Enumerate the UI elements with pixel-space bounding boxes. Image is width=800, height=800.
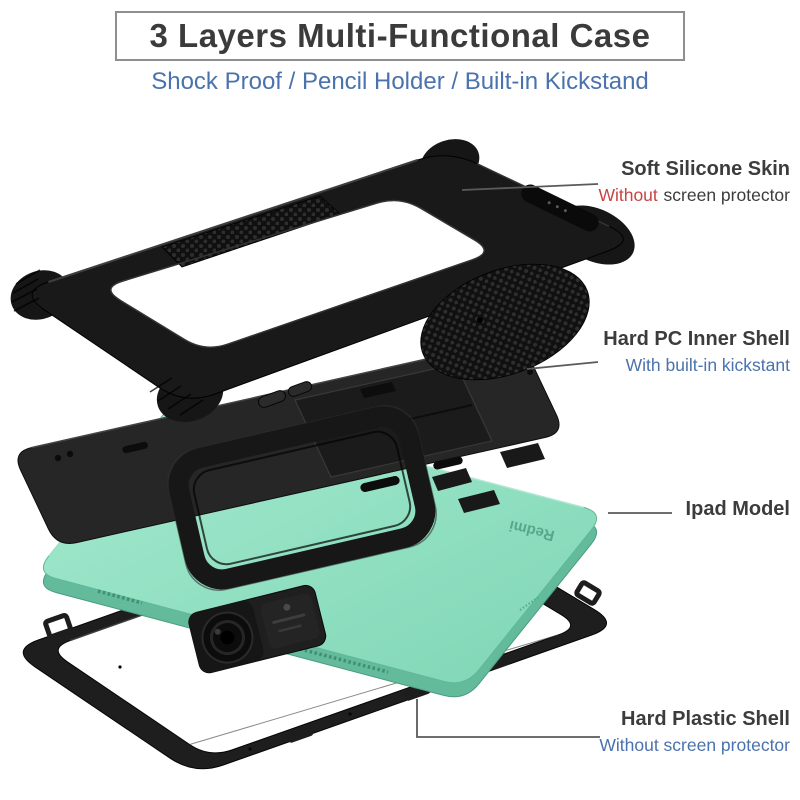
annotation-subtitle: With built-in kickstant	[625, 355, 790, 375]
pc-shell-layer	[17, 341, 560, 591]
highlight-word: Without	[598, 185, 658, 205]
annotation-title: Hard Plastic Shell	[621, 708, 790, 730]
leader-shell	[526, 361, 599, 370]
leader-plastic	[416, 699, 600, 738]
annotation-title: Soft Silicone Skin	[621, 158, 790, 180]
annotation-title: Ipad Model	[685, 498, 790, 520]
camera-module	[188, 584, 327, 674]
honeycomb-grip	[161, 195, 590, 381]
annotation-tablet: Ipad Model	[686, 498, 790, 521]
pencil-slot	[521, 184, 599, 232]
frame-clip-tab	[43, 613, 73, 639]
speaker-grille	[299, 647, 389, 674]
page-subtitle: Shock Proof / Pencil Holder / Built-in K…	[151, 68, 649, 95]
annotation-subtitle: Without screen protector	[599, 735, 790, 755]
annotation-title: Hard PC Inner Shell	[603, 328, 790, 350]
page-title: 3 Layers Multi-Functional Case	[149, 17, 651, 54]
title-box: 3 Layers Multi-Functional Case	[115, 11, 685, 61]
pencil-holder-ring	[167, 405, 437, 591]
leader-silicone	[461, 183, 599, 191]
grip-ribs	[11, 269, 204, 416]
silicone-skin-layer	[10, 139, 635, 423]
button-covers	[258, 381, 313, 408]
camera-flash	[282, 602, 292, 612]
leader-lines	[416, 183, 672, 738]
frame-clip-tab	[574, 580, 602, 606]
annotation-plastic: Hard Plastic Shell Without screen protec…	[599, 708, 790, 757]
annotation-shell: Hard PC Inner Shell With built-in kickst…	[603, 328, 790, 377]
